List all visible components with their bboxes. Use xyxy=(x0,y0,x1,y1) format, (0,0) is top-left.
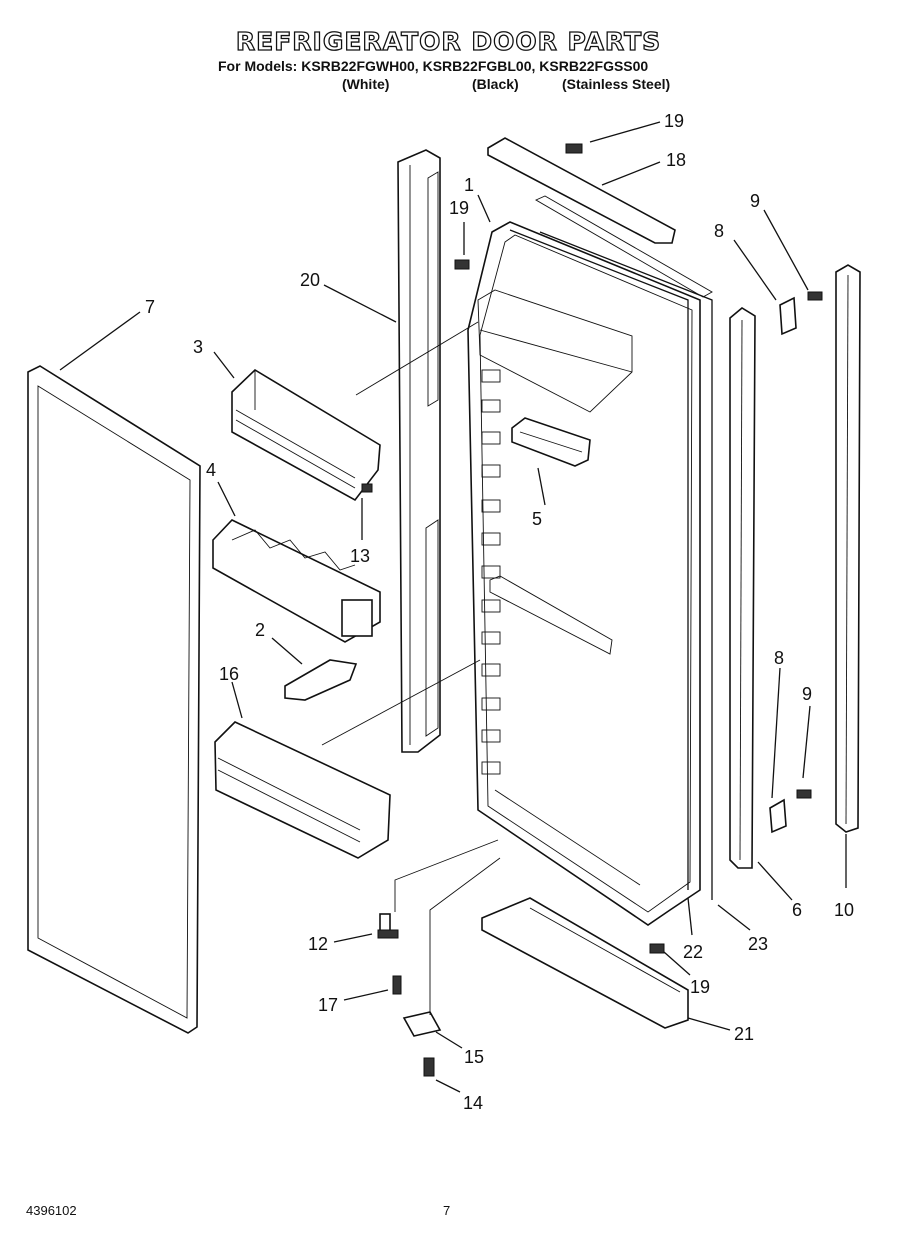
callout-19-a: 19 xyxy=(664,111,684,131)
callout-8-b: 8 xyxy=(774,648,784,668)
part-8-9-brackets xyxy=(769,291,823,834)
part-17-screw xyxy=(392,975,402,995)
callout-12: 12 xyxy=(308,934,328,954)
model-list: For Models: KSRB22FGWH00, KSRB22FGBL00, … xyxy=(218,58,649,74)
part-13-clip xyxy=(361,483,373,493)
part-4-egg-tray xyxy=(212,519,381,643)
callout-labels: 19 18 1 19 9 8 20 7 3 5 4 13 2 16 8 9 6 … xyxy=(145,111,854,1113)
callout-9-b: 9 xyxy=(802,684,812,704)
callout-18: 18 xyxy=(666,150,686,170)
callout-9-a: 9 xyxy=(750,191,760,211)
callout-23: 23 xyxy=(748,934,768,954)
callout-20: 20 xyxy=(300,270,320,290)
callout-2: 2 xyxy=(255,620,265,640)
part-2-bracket xyxy=(284,659,358,701)
part-19-screws xyxy=(454,143,665,954)
variant-black: (Black) xyxy=(472,76,519,92)
callout-4: 4 xyxy=(206,460,216,480)
callout-14: 14 xyxy=(463,1093,483,1113)
part-16-door-bin xyxy=(214,721,391,859)
part-22-23-gaskets xyxy=(509,229,713,900)
callout-8-a: 8 xyxy=(714,221,724,241)
part-18-top-trim xyxy=(487,137,713,298)
variant-white: (White) xyxy=(342,76,390,92)
part-6-trim-strip xyxy=(729,307,756,869)
callout-19-b: 19 xyxy=(449,198,469,218)
page-number: 7 xyxy=(443,1203,451,1218)
part-10-side-strip xyxy=(835,264,861,833)
part-20-breaker-strip xyxy=(397,149,441,753)
callout-3: 3 xyxy=(193,337,203,357)
part-1-door-liner xyxy=(467,221,701,926)
variant-stainless: (Stainless Steel) xyxy=(562,76,671,92)
callout-10: 10 xyxy=(834,900,854,920)
part-5-tray xyxy=(511,417,591,467)
callout-17: 17 xyxy=(318,995,338,1015)
callout-13: 13 xyxy=(350,546,370,566)
callout-15: 15 xyxy=(464,1047,484,1067)
page-title: REFRIGERATOR DOOR PARTS xyxy=(235,26,662,56)
callout-22: 22 xyxy=(683,942,703,962)
part-12-hinge-pin xyxy=(377,913,399,939)
part-7-door-panel xyxy=(27,365,201,1034)
callout-19-c: 19 xyxy=(690,977,710,997)
document-id: 4396102 xyxy=(26,1203,77,1218)
alignment-lines xyxy=(321,321,501,1015)
callout-7: 7 xyxy=(145,297,155,317)
part-21-bottom-plate xyxy=(481,897,689,1029)
part-14-screw xyxy=(423,1057,435,1077)
leader-lines xyxy=(59,121,847,1093)
part-15-hinge-block xyxy=(402,1011,442,1037)
callout-5: 5 xyxy=(532,509,542,529)
callout-21: 21 xyxy=(734,1024,754,1044)
callout-6: 6 xyxy=(792,900,802,920)
part-3-dairy-bin xyxy=(231,368,381,502)
callout-16: 16 xyxy=(219,664,239,684)
callout-1: 1 xyxy=(464,175,474,195)
